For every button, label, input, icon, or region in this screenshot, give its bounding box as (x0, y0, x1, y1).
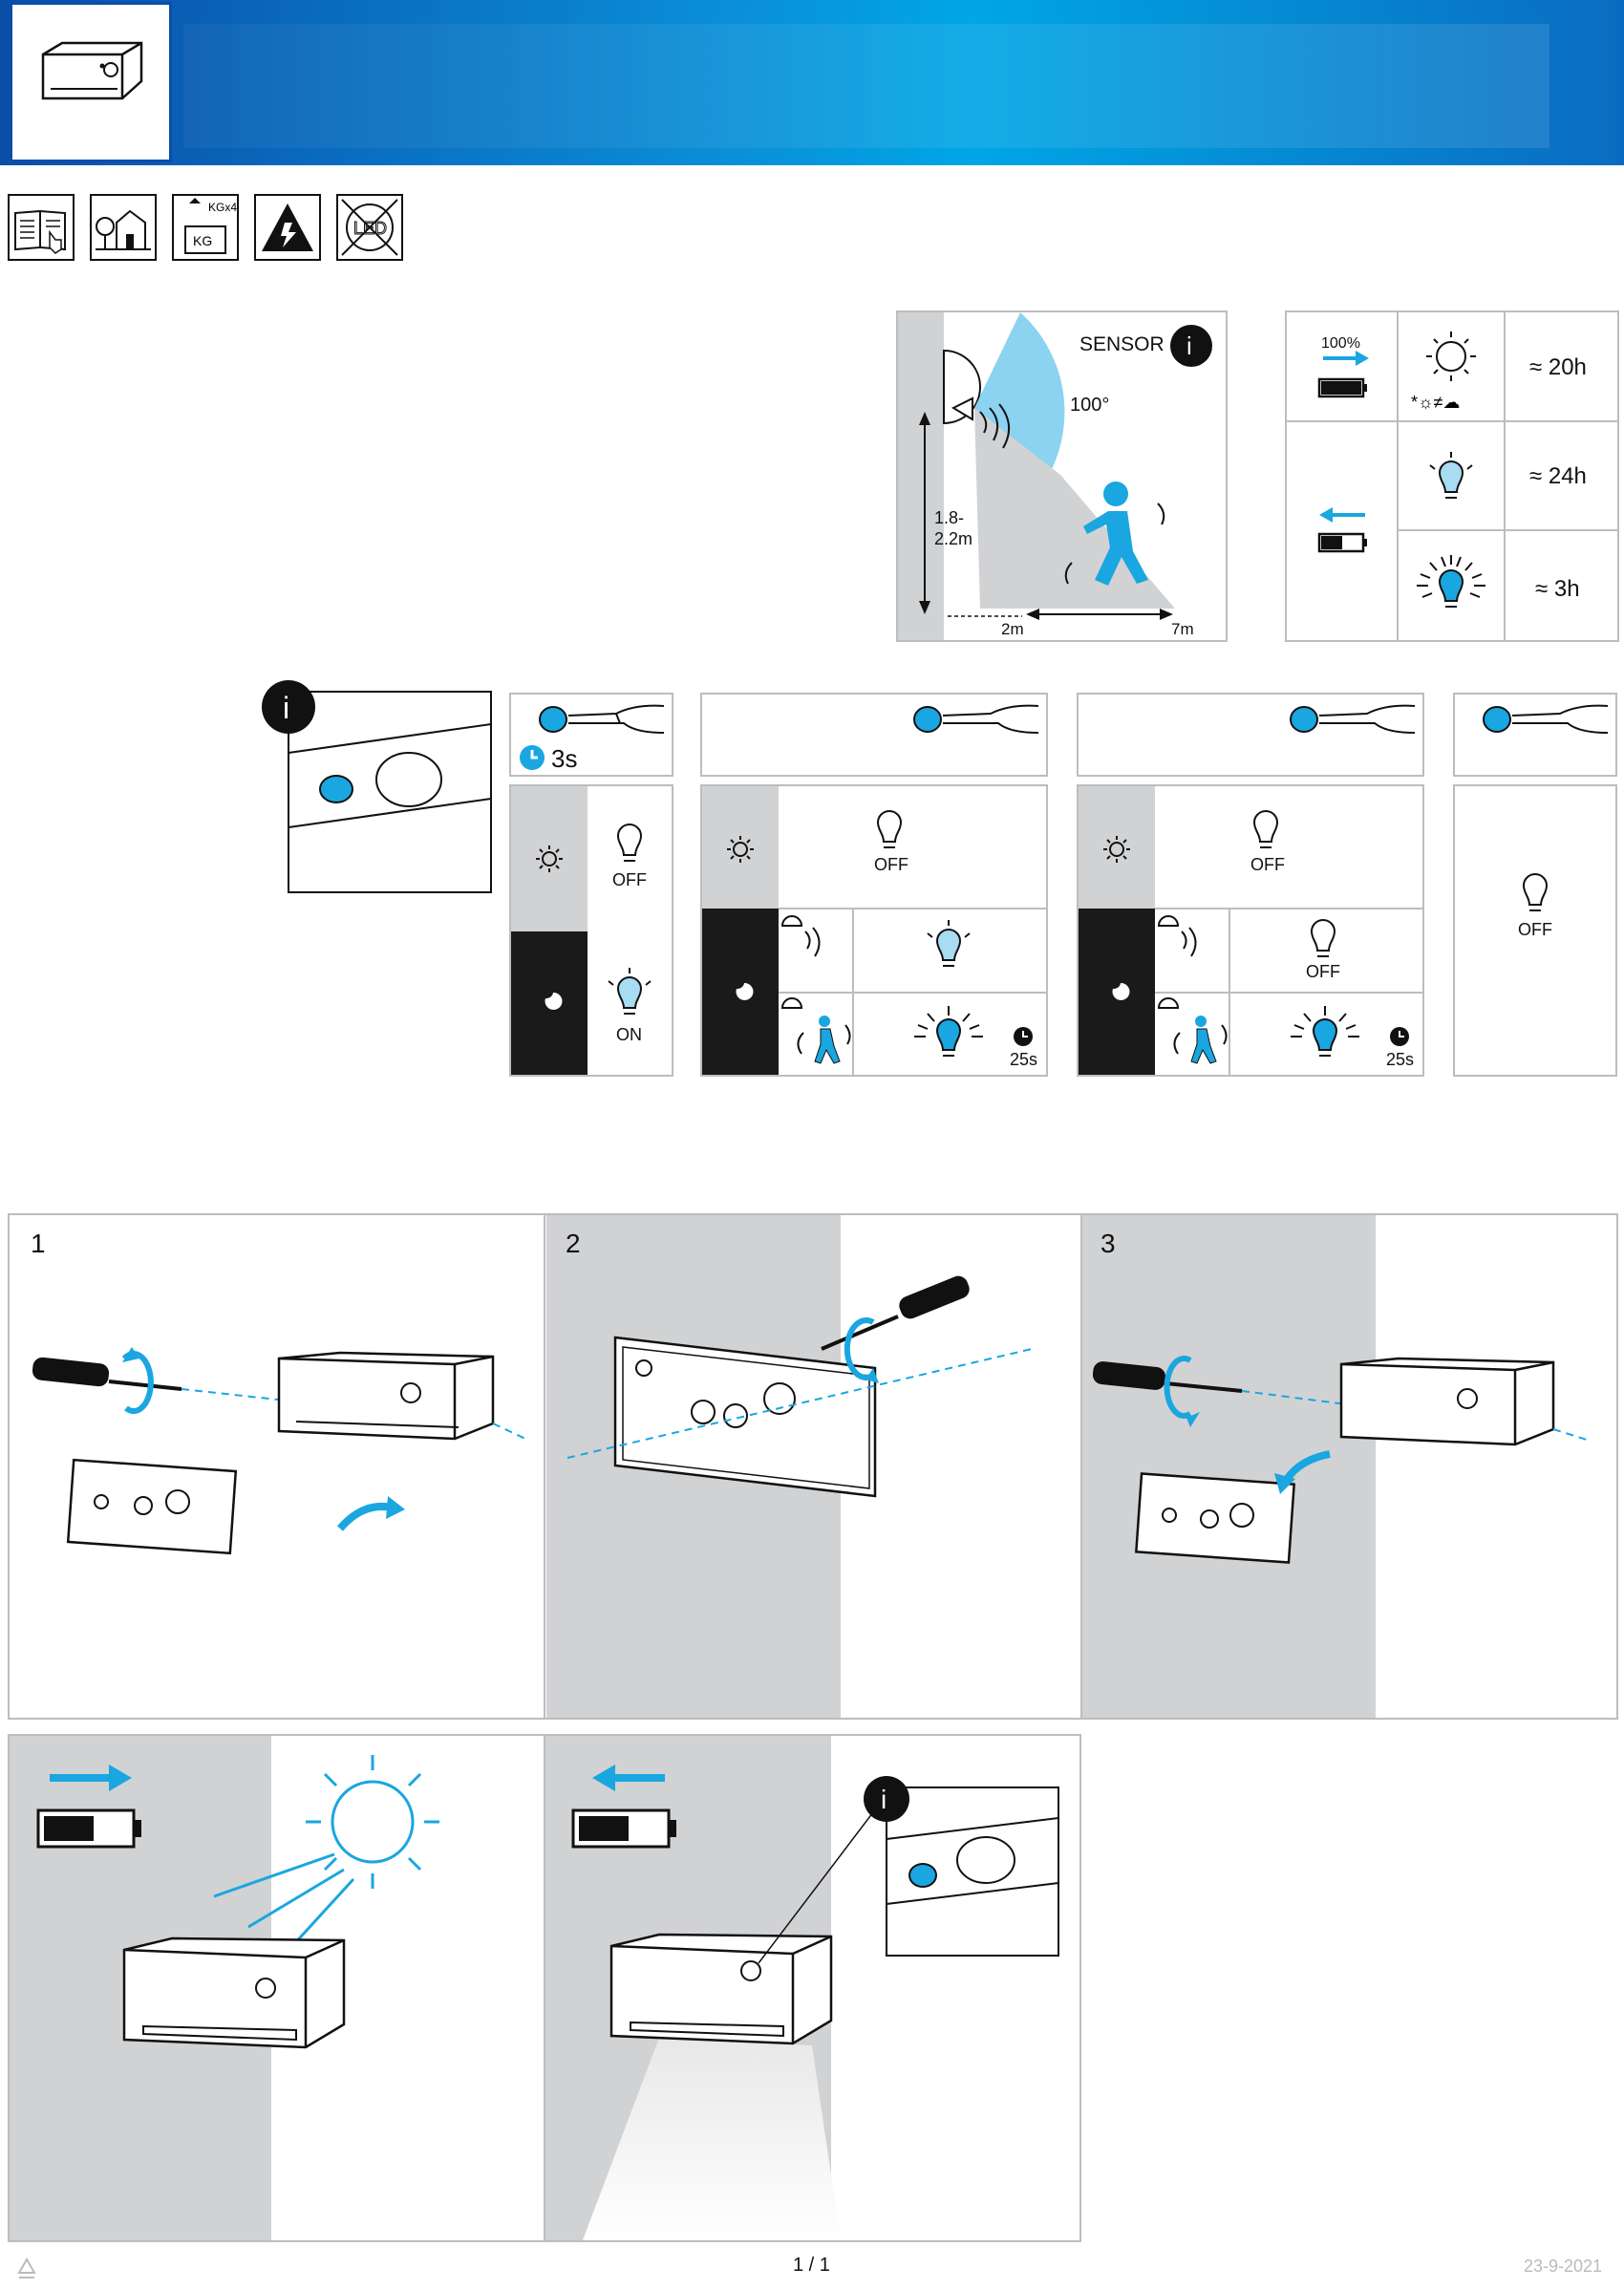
mode3-bulb-off-icon (1252, 810, 1279, 848)
runtime-bright: ≈ 3h (1535, 576, 1580, 602)
mode3-table: OFF OFF 25s (1077, 784, 1424, 1077)
mode1-night-moon-icon (545, 992, 563, 1010)
step-number-1: 1 (31, 1229, 46, 1258)
switch-detail-panel: i (260, 680, 493, 895)
mode2-button-panel (700, 693, 1048, 777)
mode3-night-moon-icon (1112, 982, 1130, 1000)
step1-illustration (32, 1347, 526, 1555)
svg-text:KGx4: KGx4 (208, 201, 237, 214)
mode1-bulb-on-icon (608, 968, 652, 1015)
header-banner (0, 0, 1624, 165)
read-manual-icon (8, 194, 75, 261)
recycle-icon (13, 2257, 40, 2283)
mode4-state: OFF (1518, 920, 1552, 939)
mode1-night-state: ON (616, 1025, 642, 1044)
mode4-table: OFF (1453, 784, 1617, 1077)
runtime-sun: ≈ 20h (1529, 354, 1587, 380)
battery-discharging-icon (1317, 507, 1367, 553)
mode2-table: OFF 25s (700, 784, 1048, 1077)
charging-arrow-icon (50, 1765, 132, 1791)
weight-limit-icon: KGx4 KG (172, 194, 239, 261)
runtime-table: *☼≠☁ 100% ≈ 20h ≈ 24h ≈ 3h (1285, 310, 1619, 642)
header-product-thumb (10, 2, 172, 162)
mode3-bulb-idle-off-icon (1310, 919, 1336, 957)
esd-warning-icon (254, 194, 321, 261)
svg-text:i: i (283, 691, 289, 725)
mode4-button-panel (1453, 693, 1617, 777)
step2-illustration (566, 1275, 1033, 1498)
runtime-constant: ≈ 24h (1529, 463, 1587, 489)
svg-text:i: i (1186, 332, 1192, 360)
lamp-lit-illustration (583, 1811, 874, 2240)
charge-percent: 100% (1321, 335, 1360, 352)
document-date: 23-9-2021 (1524, 2257, 1603, 2276)
mode3-night-idle-state: OFF (1306, 962, 1340, 981)
mode3-button-panel (1077, 693, 1424, 777)
mode2-motion-icon (780, 997, 851, 1064)
sensor-height: 1.8- 2.2m (934, 508, 973, 548)
sensor-angle: 100° (1070, 395, 1110, 416)
sensor-label: SENSOR (1079, 333, 1165, 355)
bulb-bright-icon (1417, 555, 1485, 608)
mode1-bulb-off-icon (616, 824, 643, 862)
mode2-day-sun-icon (727, 836, 754, 863)
charging-usage-panel: i (8, 1734, 1081, 2242)
mode3-bulb-bright-icon (1291, 1006, 1359, 1057)
lamp-charging-illustration (122, 1936, 346, 2049)
mode3-motion-icon (1157, 997, 1228, 1064)
mode4-bulb-off-icon (1522, 873, 1549, 911)
mode2-timer: 25s (1010, 1050, 1038, 1069)
mode1-button-panel: 3s (509, 693, 673, 777)
indoor-outdoor-icon (90, 194, 157, 261)
battery-full-charging-icon (1317, 351, 1369, 398)
svg-text:KG: KG (193, 233, 212, 248)
svg-text:i: i (881, 1785, 887, 1814)
mode3-day-sun-icon (1103, 836, 1130, 863)
mode2-night-moon-icon (736, 982, 754, 1000)
sensor-range-panel: i SENSOR 100° 1.8- 2.2m 2m 7m (896, 310, 1228, 642)
install-steps-panel: 1 2 3 (8, 1213, 1618, 1720)
sun-rays (213, 1852, 355, 1948)
mode1-day-state: OFF (612, 870, 647, 889)
sun-icon (1426, 332, 1476, 381)
battery-charging-icon (36, 1808, 141, 1849)
sensor-distance-near: 2m (1001, 620, 1024, 638)
step-number-2: 2 (566, 1229, 581, 1258)
usage-switch-detail: i (864, 1776, 1059, 1957)
safety-icon-row: KGx4 KG LED (8, 194, 409, 261)
mode2-day-state: OFF (874, 855, 908, 874)
mode3-day-state: OFF (1250, 855, 1285, 874)
step3-illustration (1092, 1356, 1591, 1564)
lamp-thumbnail-icon (41, 41, 143, 100)
bulb-dim-icon (1429, 452, 1473, 499)
mode2-timer-icon (1014, 1027, 1033, 1046)
page-number: 1 / 1 (793, 2255, 830, 2276)
sun-not-equal-cloud-icon: *☼≠☁ (1411, 393, 1460, 412)
mode3-timer-icon (1390, 1027, 1409, 1046)
step-number-3: 3 (1100, 1229, 1116, 1258)
mode3-sensor-idle-icon (1157, 915, 1197, 957)
header-inner-panel (183, 24, 1549, 148)
mode2-bulb-off-icon (876, 810, 903, 848)
mode1-table: OFF ON (509, 784, 673, 1077)
sun-charging-icon (306, 1755, 439, 1889)
mode2-bulb-dim-icon (927, 920, 971, 967)
led-not-replaceable-icon: LED (336, 194, 403, 261)
mode1-hold-time: 3s (551, 744, 578, 773)
discharging-arrow-icon (592, 1765, 665, 1791)
mode2-bulb-bright-icon (914, 1006, 983, 1057)
mode2-sensor-idle-icon (780, 915, 821, 957)
mode1-day-sun-icon (536, 845, 563, 872)
battery-usage-icon (571, 1808, 676, 1849)
sensor-distance-far: 7m (1171, 620, 1194, 638)
mode3-timer: 25s (1386, 1050, 1415, 1069)
